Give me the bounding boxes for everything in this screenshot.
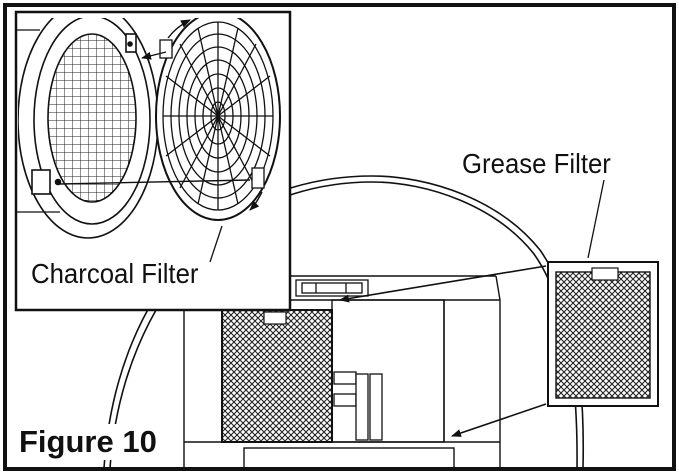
- grease-filter-leader: [587, 179, 605, 259]
- charcoal-inset: [14, 10, 292, 312]
- light-slot: [295, 279, 369, 297]
- grease-filter-label: Grease Filter: [462, 148, 611, 179]
- charcoal-filter-disc: [155, 18, 281, 221]
- charcoal-filter-frame: [18, 18, 159, 239]
- installed-grease-filter: [221, 309, 333, 443]
- grease-filter: [547, 261, 659, 407]
- blower-internals: [333, 371, 383, 441]
- charcoal-filter-label: Charcoal Filter: [31, 258, 199, 289]
- install-arrows: [339, 265, 547, 437]
- rotation-arrows: [59, 19, 263, 211]
- figure-title: Figure 10: [16, 424, 160, 460]
- charcoal-filter-leader: [209, 225, 223, 263]
